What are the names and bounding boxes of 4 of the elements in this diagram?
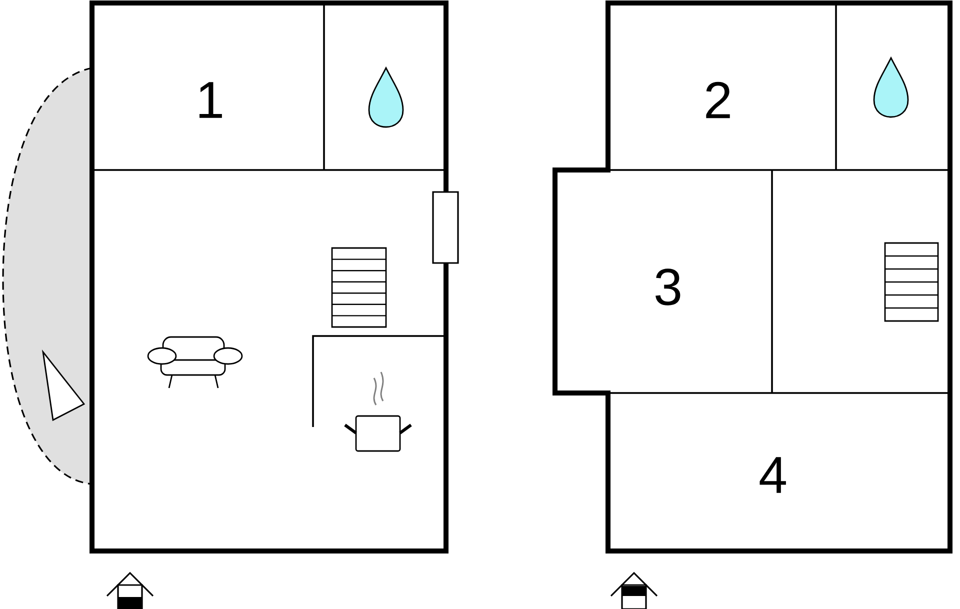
room-number: 3 bbox=[656, 268, 680, 306]
room-number: 4 bbox=[760, 457, 786, 493]
room-number: 1 bbox=[200, 82, 222, 118]
room-number: 2 bbox=[706, 82, 730, 118]
